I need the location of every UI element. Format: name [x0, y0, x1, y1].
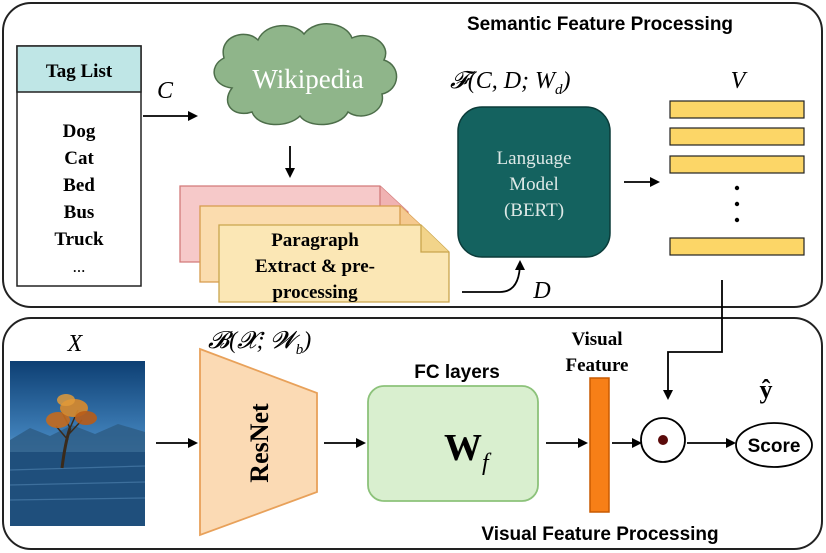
- score-node: Score: [735, 422, 813, 468]
- elementwise-product-icon: [640, 417, 686, 463]
- input-image: [9, 361, 146, 526]
- tag-item: Truck: [54, 229, 104, 250]
- label-x: X: [67, 331, 84, 357]
- vector-bar: [669, 155, 805, 174]
- tag-item: Cat: [64, 148, 94, 169]
- label-y-hat: ŷ: [760, 375, 773, 404]
- tag-item: Bed: [63, 175, 95, 196]
- wikipedia-label: Wikipedia: [252, 64, 363, 94]
- language-model-box: Language Model (BERT): [457, 106, 611, 258]
- resnet-label: ResNet: [245, 403, 274, 483]
- paragraph-line: Paragraph: [271, 230, 359, 251]
- vector-dot: [734, 217, 740, 223]
- visual-panel-title: Visual Feature Processing: [481, 524, 718, 545]
- backbone-label: 𝓑(𝓧; 𝓦b): [208, 328, 311, 358]
- visual-feature-line: Visual: [571, 329, 622, 350]
- visual-feature-line: Feature: [566, 355, 629, 376]
- label-d: D: [532, 278, 550, 304]
- resnet-block: ResNet: [199, 347, 318, 537]
- paragraph-line: Extract & pre-: [255, 256, 375, 277]
- tag-list-header: [16, 45, 142, 93]
- fc-weight: Wf: [444, 427, 492, 476]
- paragraph-stack: Paragraph Extract & pre- processing: [179, 185, 450, 303]
- score-label: Score: [748, 436, 801, 457]
- arrow-vectors-to-product: [663, 280, 723, 400]
- language-model-line: Model: [509, 174, 559, 195]
- arrow-paragraph-to-bert: [462, 260, 525, 293]
- tag-item: Dog: [63, 121, 96, 142]
- tag-item-ellipsis: ...: [73, 257, 86, 276]
- vector-dot: [734, 185, 740, 191]
- fc-block: Wf: [367, 385, 539, 502]
- wikipedia-cloud-icon: Wikipedia: [213, 23, 398, 126]
- language-model-line: Language: [497, 148, 572, 169]
- tag-item: Bus: [64, 202, 95, 223]
- label-v: V: [731, 68, 748, 94]
- semantic-panel-title: Semantic Feature Processing: [467, 14, 733, 35]
- semantic-vectors: [669, 100, 805, 256]
- vector-bar: [669, 100, 805, 119]
- tag-list-box: Tag List Dog Cat Bed Bus Truck ...: [16, 45, 142, 287]
- paragraph-line: processing: [272, 282, 358, 303]
- vector-bar: [669, 127, 805, 146]
- function-label: 𝓕(C, D; Wd): [450, 68, 571, 98]
- language-model-line: (BERT): [504, 200, 564, 221]
- tag-list-title: Tag List: [46, 61, 113, 82]
- vector-bar: [669, 237, 805, 256]
- label-c: C: [157, 78, 174, 104]
- visual-feature-bar: [589, 377, 610, 513]
- fc-title: FC layers: [414, 362, 500, 383]
- vector-dot: [734, 201, 740, 207]
